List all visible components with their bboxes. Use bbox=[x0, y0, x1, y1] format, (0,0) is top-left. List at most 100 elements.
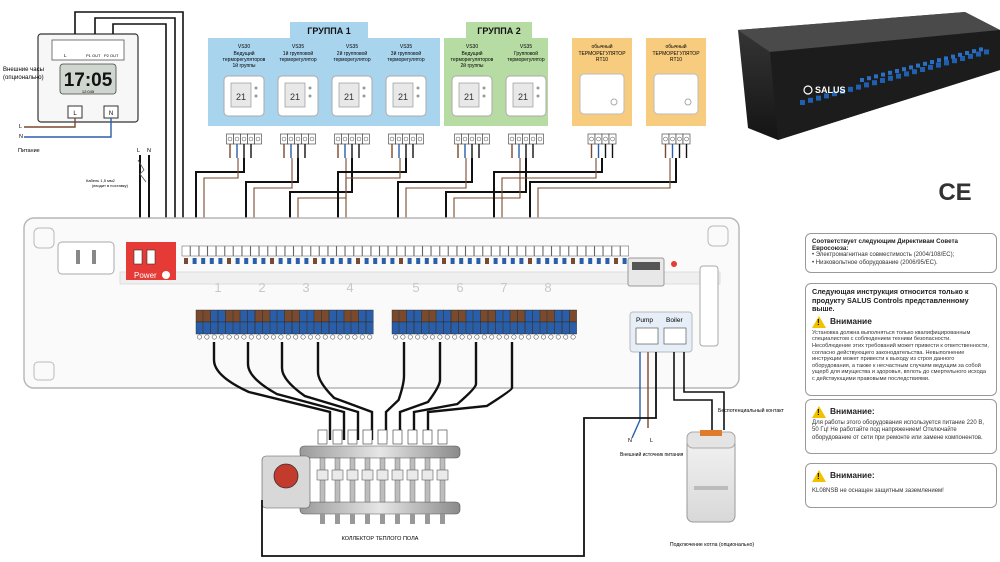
thermostat-desc: ТЕРМОРЕГУЛЯТОР bbox=[578, 51, 626, 57]
zone-number: 8 bbox=[544, 280, 551, 295]
thermostat-desc: Ведущий bbox=[233, 50, 254, 57]
warning-title: Внимание: bbox=[830, 406, 875, 417]
notice-instruction: Следующая инструкция относится только к … bbox=[805, 283, 997, 396]
thermostat-desc: терморегулятор bbox=[507, 57, 544, 63]
instruction-text: Установка должна выполняться только квал… bbox=[812, 329, 989, 382]
boiler-contact-label: Беспотенциальный контакт bbox=[718, 407, 785, 414]
thermostat-desc: 1й групповой bbox=[283, 50, 314, 57]
thermostat-model: VS30 bbox=[238, 44, 250, 50]
zone-number: 5 bbox=[412, 280, 419, 295]
power-icon bbox=[162, 271, 170, 279]
thermostat-desc: ТЕРМОРЕГУЛЯТОР bbox=[652, 51, 700, 57]
thermostat-display: 21 bbox=[344, 92, 354, 102]
ext-power-n: N bbox=[628, 438, 632, 444]
zone-number: 3 bbox=[302, 280, 309, 295]
grounding-text: KL08NSB не оснащен защитным заземлением! bbox=[812, 488, 944, 494]
thermostat-model: VS35 bbox=[346, 44, 358, 50]
ce-mark: CE bbox=[938, 179, 971, 206]
clock-term-l: L bbox=[64, 53, 67, 58]
warning-title: Внимание: bbox=[830, 470, 875, 481]
group2-title: ГРУППА 2 bbox=[477, 26, 521, 36]
thermostat-model: VS30 bbox=[466, 44, 478, 50]
rt10-device-icon bbox=[579, 73, 625, 115]
directive-item: Электромагнитная совместимость (2004/108… bbox=[812, 252, 990, 259]
warning-icon: ! bbox=[812, 406, 826, 418]
zone-number: 6 bbox=[456, 280, 463, 295]
directives-list: Электромагнитная совместимость (2004/108… bbox=[812, 252, 990, 267]
clock-term-p2: P2 OUT bbox=[104, 53, 119, 58]
bottom-terminals bbox=[195, 309, 577, 340]
rt10-device-icon bbox=[653, 73, 699, 115]
notice-voltage: ! Внимание: Для работы этого оборудовани… bbox=[805, 399, 997, 454]
group1-title: ГРУППА 1 bbox=[307, 26, 351, 36]
instruction-heading: Следующая инструкция относится только к … bbox=[812, 287, 969, 314]
thermostat-desc: Ведущий bbox=[461, 50, 482, 57]
zone-numbers: 1 2 3 4 5 6 7 8 bbox=[214, 280, 551, 295]
thermostat-desc: терморегулятор bbox=[387, 57, 424, 63]
boiler bbox=[686, 430, 736, 523]
thermostat-desc: 3й групповой bbox=[391, 50, 422, 57]
directives-heading: Соответствует следующим Директивам Совет… bbox=[812, 238, 958, 253]
external-clock: L P1 OUT P2 OUT 17:05 12:045 L N bbox=[37, 33, 139, 123]
status-led-icon bbox=[671, 261, 677, 267]
directive-item: Низковольтное оборудование (2006/95/EC). bbox=[812, 260, 990, 267]
thermostat-desc: RT10 bbox=[596, 57, 608, 63]
thermostat-desc: терморегулятор bbox=[333, 57, 370, 63]
thermostat-desc: терморегуляторов bbox=[223, 57, 266, 63]
clock-caption: Внешние часы(опционально) bbox=[3, 67, 44, 81]
thermostat-desc: Групповой bbox=[514, 50, 538, 57]
power-l: L bbox=[19, 124, 22, 130]
warning-icon: ! bbox=[812, 470, 826, 482]
power-block: Power bbox=[126, 242, 176, 280]
thermostat-display: 21 bbox=[464, 92, 474, 102]
zone-number: 7 bbox=[500, 280, 507, 295]
manifold-wires bbox=[212, 342, 514, 440]
power-top-l: L bbox=[137, 148, 140, 154]
product-photo: SALUS bbox=[738, 12, 1000, 140]
zone-number: 1 bbox=[214, 280, 221, 295]
thermostat-desc: RT10 bbox=[670, 57, 682, 63]
ext-power-label: Внешний источник питания bbox=[620, 451, 684, 458]
thermostat-desc: терморегулятор bbox=[279, 57, 316, 63]
thermostat-display: 21 bbox=[398, 92, 408, 102]
zone-number: 2 bbox=[258, 280, 265, 295]
power-top-n: N bbox=[147, 148, 151, 154]
zone-number: 4 bbox=[346, 280, 353, 295]
boiler-caption: Подключение котла (опционально) bbox=[670, 542, 754, 548]
clock-date: 12:045 bbox=[82, 89, 95, 94]
product-brand: SALUS bbox=[815, 85, 846, 95]
ext-power-l: L bbox=[650, 438, 653, 444]
warning-title: Внимание bbox=[830, 316, 872, 327]
clock-time: 17:05 bbox=[64, 70, 113, 91]
thermostat-model: обычный bbox=[666, 43, 687, 50]
clock-term-p1: P1 OUT bbox=[86, 53, 101, 58]
brand-logo-icon bbox=[803, 85, 813, 95]
thermostat-wires bbox=[195, 158, 677, 245]
manifold-caption: КОЛЛЕКТОР ТЕПЛОГО ПОЛА bbox=[342, 536, 419, 542]
group1-tab bbox=[290, 22, 368, 38]
notice-grounding: ! Внимание: KL08NSB не оснащен защитным … bbox=[805, 463, 997, 508]
power-n: N bbox=[19, 134, 23, 140]
thermostat-desc: 2й группы bbox=[460, 62, 483, 69]
power-label: Power bbox=[134, 271, 157, 280]
underfloor-manifold bbox=[261, 429, 461, 524]
thermostat-desc: терморегуляторов bbox=[451, 57, 494, 63]
thermostat-model: VS35 bbox=[400, 44, 412, 50]
clock-l: L bbox=[73, 111, 77, 117]
power-caption: Питание bbox=[18, 148, 40, 154]
voltage-text: Для работы этого оборудования использует… bbox=[812, 420, 985, 441]
thermostat-model: VS35 bbox=[520, 44, 532, 50]
cable-caption: Кабель 1,5 мм2(входит в поставку) bbox=[86, 178, 129, 188]
thermostat-desc: 1й группы bbox=[232, 62, 255, 69]
boiler-label: Boiler bbox=[666, 317, 683, 324]
